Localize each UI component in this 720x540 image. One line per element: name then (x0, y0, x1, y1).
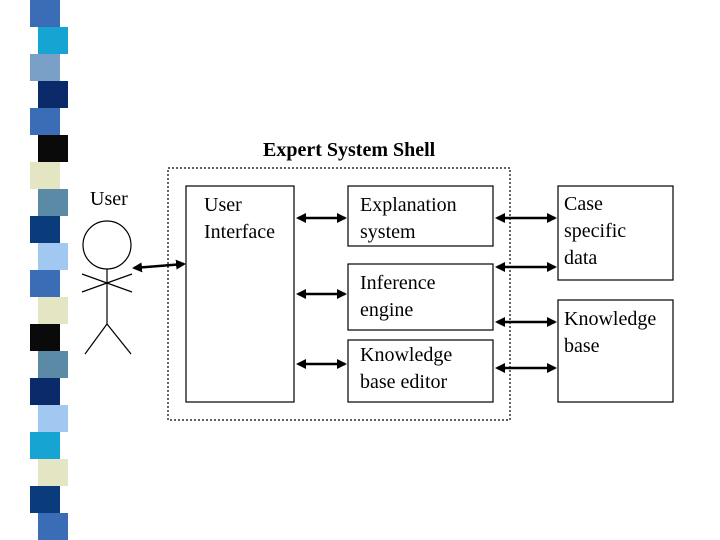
user-interface-label: User Interface (204, 194, 276, 243)
strip-block (30, 432, 60, 459)
arrow-user-to-interface (132, 259, 186, 273)
knowledge-base-label: Knowledge base (564, 308, 657, 357)
strip-block (30, 378, 60, 405)
knowledge-base-box (557, 299, 674, 403)
strip-block (38, 135, 68, 162)
strip-block (38, 243, 68, 270)
strip-block (30, 324, 60, 351)
strip-block (30, 216, 60, 243)
knowledge-base-editor-label: Knowledge base editor (360, 344, 453, 393)
strip-block (30, 0, 60, 27)
strip-block (30, 486, 60, 513)
inference-engine-label: Inference engine (360, 272, 436, 321)
strip-block (30, 162, 60, 189)
strip-block (38, 459, 68, 486)
user-label: User (90, 188, 128, 210)
strip-block (30, 54, 60, 81)
inference-engine-box (347, 263, 494, 331)
strip-block (30, 108, 60, 135)
user-interface-box (185, 185, 295, 403)
case-specific-data-box (557, 185, 674, 281)
knowledge-base-editor-box (347, 339, 494, 403)
strip-block (38, 513, 68, 540)
explanation-system-label: Explanation system (360, 194, 457, 243)
user-stick-figure-icon (81, 220, 133, 355)
diagram-title: Expert System Shell (263, 139, 436, 161)
strip-block (30, 270, 60, 297)
strip-block (38, 81, 68, 108)
strip-block (38, 405, 68, 432)
expert-system-shell-border (167, 167, 511, 421)
strip-block (38, 189, 68, 216)
case-specific-data-label: Case specific data (564, 193, 627, 269)
explanation-system-box (347, 185, 494, 247)
strip-block (38, 297, 68, 324)
strip-block (38, 351, 68, 378)
strip-block (38, 27, 68, 54)
